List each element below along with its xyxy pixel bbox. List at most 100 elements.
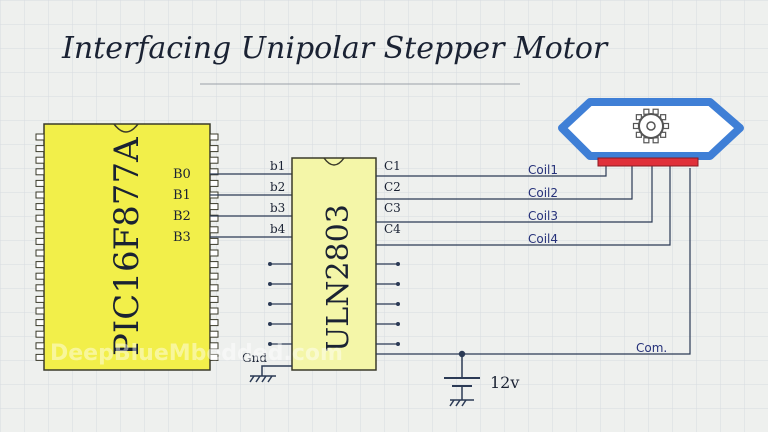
uln2803-chip: ULN2803 b1 b2 b3 b4 C1 C2 C3 C4: [268, 157, 401, 371]
pic-body: [43, 123, 211, 371]
pic-pin: [35, 237, 45, 245]
ground-hatch-3: [261, 375, 267, 383]
uln-output-c3-label: C3: [384, 201, 401, 215]
gear-teeth: [632, 108, 670, 144]
pic-pin: [209, 156, 219, 164]
pic-left-pins: [35, 133, 45, 361]
pic-pin: [209, 342, 219, 350]
pic-pin: [35, 214, 45, 222]
pic-pin: [209, 249, 219, 257]
gear-tooth: [662, 122, 670, 130]
diagram-title: Interfacing Unipolar Stepper Motor: [61, 31, 609, 66]
pic-pin: [35, 168, 45, 176]
supply-ground-hatch-1: [449, 399, 455, 407]
gear-tooth: [652, 137, 659, 144]
watermark: DeepBlueMbedded.com: [50, 341, 343, 366]
gear-tooth: [660, 131, 667, 138]
ground-wire: [261, 365, 292, 376]
uln-spare-pin-dot: [396, 322, 400, 326]
ground-hatch-1: [249, 375, 255, 383]
ground-hatch-4: [267, 375, 273, 383]
pic-pin: [35, 156, 45, 164]
pic-pin: [209, 330, 219, 338]
coil4-label: Coil4: [528, 232, 558, 246]
gear-tooth: [643, 108, 650, 115]
uln-output-c1-label: C1: [384, 159, 401, 173]
pic-pin: [209, 145, 219, 153]
pic-label: PIC16F877A: [107, 137, 147, 356]
pic-pin: [35, 249, 45, 257]
uln-spare-pin-dot: [268, 342, 272, 346]
uln-spare-pin-dot: [396, 262, 400, 266]
common-label: Com.: [636, 341, 667, 355]
uln-spare-pin-dot: [268, 322, 272, 326]
pic-notch: [113, 123, 139, 133]
pic-pin: [35, 203, 45, 211]
pic-pin: [209, 203, 219, 211]
pic-pin: [209, 237, 219, 245]
gear-tooth: [632, 122, 640, 130]
pic-pin: [209, 319, 219, 327]
wire-coil3: [376, 166, 653, 223]
uln-spare-pin-dot: [268, 282, 272, 286]
uln-spare-pins: [268, 262, 400, 346]
uln2803-label: ULN2803: [321, 204, 356, 352]
coil2-label: Coil2: [528, 186, 558, 200]
ground-symbol: [249, 365, 292, 383]
pic-pin: [209, 226, 219, 234]
pic-pin: [209, 168, 219, 176]
supply-ground-hatch-2: [455, 399, 461, 407]
gear-tooth: [660, 114, 667, 121]
pic-pin: [35, 226, 45, 234]
pic-pin: [209, 284, 219, 292]
pic-pin: [35, 179, 45, 187]
uln-spare-pin-dot: [396, 342, 400, 346]
coil3-label: Coil3: [528, 209, 558, 223]
pic-pin: [35, 133, 45, 141]
pic-pin: [35, 284, 45, 292]
uln-spare-pin-dot: [396, 282, 400, 286]
pic-pin: [35, 319, 45, 327]
pic-pin: [35, 330, 45, 338]
pic-pin-b3-label: B3: [173, 230, 191, 245]
pic-chip: PIC16F877A B0 B1 B2 B3: [35, 123, 219, 371]
supply-label: 12v: [490, 373, 519, 392]
uln-input-b1-label: b1: [270, 159, 285, 173]
pic-pin-b1-label: B1: [173, 188, 191, 203]
uln-spare-pin-dot: [268, 262, 272, 266]
gear-tooth: [635, 114, 642, 121]
pic-pin: [209, 353, 219, 361]
pic-pin: [35, 295, 45, 303]
pic-pin: [209, 272, 219, 280]
pic-pin: [35, 272, 45, 280]
pic-pin: [35, 342, 45, 350]
stepper-motor: [558, 98, 744, 167]
uln-input-b3-label: b3: [270, 201, 285, 215]
motor-housing: [558, 98, 744, 160]
uln-input-b2-label: b2: [270, 180, 285, 194]
supply-ground-hatch-3: [461, 399, 467, 407]
pic-pin: [35, 145, 45, 153]
pic-pin: [35, 307, 45, 315]
uln-output-c2-label: C2: [384, 180, 401, 194]
supply-symbol: [444, 350, 480, 407]
gear-tooth: [643, 137, 650, 144]
pic-pin: [35, 261, 45, 269]
control-wires: [210, 173, 292, 238]
pic-pin: [209, 214, 219, 222]
wire-common: [376, 168, 691, 355]
gear-tooth: [652, 108, 659, 115]
ground-hatch-2: [255, 375, 261, 383]
uln-input-b4-label: b4: [270, 222, 286, 236]
uln-spare-pin-dot: [396, 302, 400, 306]
pic-pin: [35, 191, 45, 199]
pic-pin: [209, 133, 219, 141]
ground-label: Gnd: [242, 351, 267, 365]
uln-output-c4-label: C4: [384, 222, 401, 236]
wire-coil2: [376, 166, 633, 200]
gear-tooth: [635, 131, 642, 138]
wire-coil4: [376, 166, 671, 246]
pic-right-pins: [209, 133, 219, 361]
gear-icon: [632, 108, 670, 144]
